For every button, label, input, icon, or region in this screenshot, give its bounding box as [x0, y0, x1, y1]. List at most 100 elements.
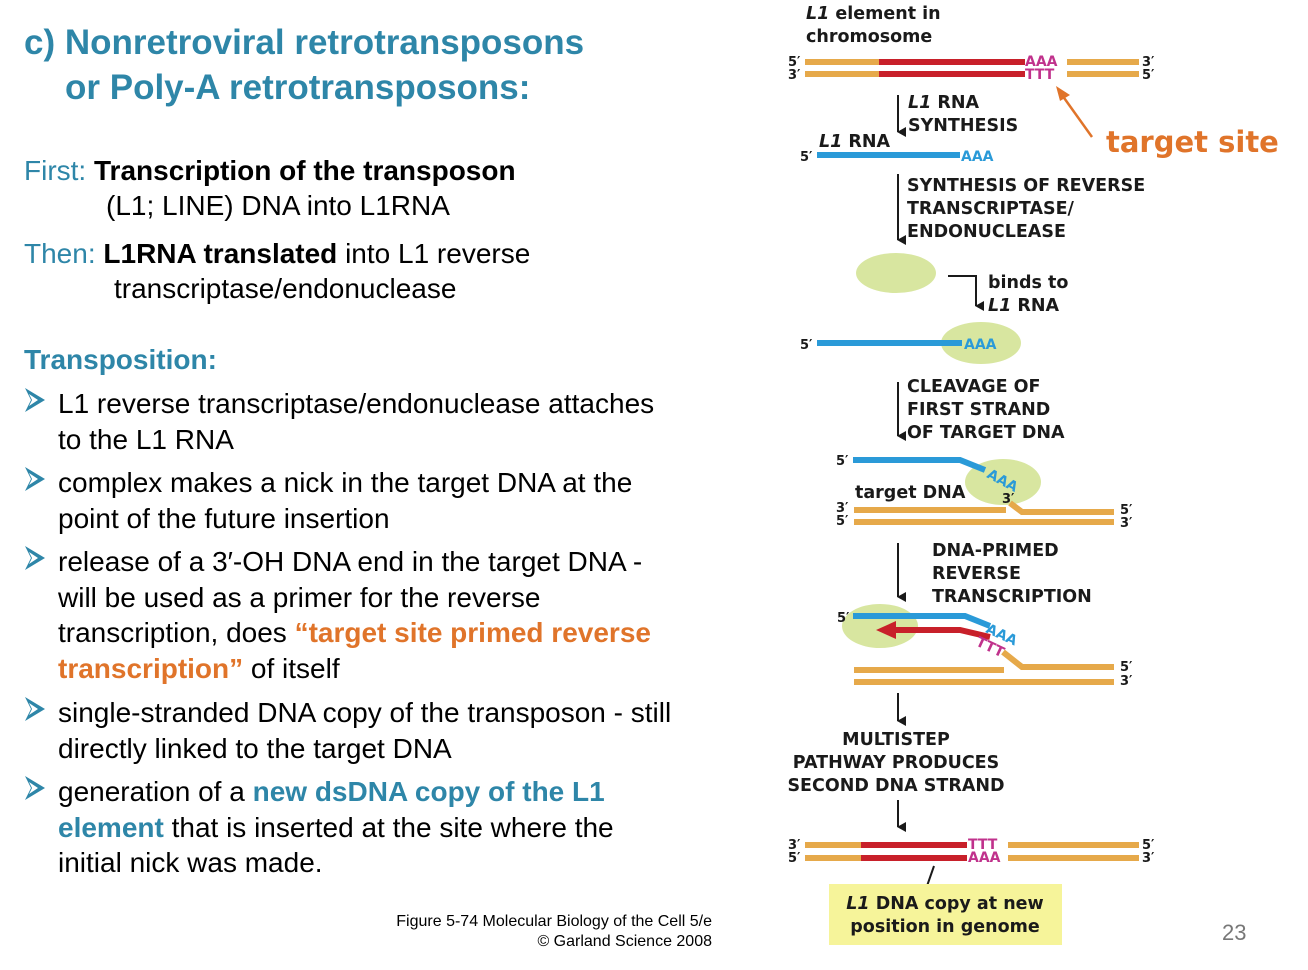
- rt-dna-top-strand: [854, 667, 1004, 673]
- final-l1-strand: [861, 855, 967, 861]
- bullet-arrow-icon: [25, 546, 45, 570]
- step5-line1: MULTISTEP: [842, 730, 950, 750]
- dna-strand: [1067, 59, 1139, 65]
- slide-title-line1: c) Nonretroviral retrotransposons: [24, 23, 585, 62]
- bullet-1-text: L1 reverse transcriptase/endonuclease at…: [58, 388, 655, 455]
- bullet-arrow-icon: [25, 776, 45, 800]
- step2-line3: ENDONUCLEASE: [907, 222, 1066, 242]
- final-l1-strand: [861, 842, 967, 848]
- final-dna-strand: [1008, 855, 1139, 861]
- step1-label-line2: SYNTHESIS: [908, 116, 1018, 136]
- then-step: Then: L1RNA translated into L1 reverse t…: [24, 236, 684, 306]
- row1-end-3p-left: 3′: [788, 68, 801, 83]
- bullet-arrow-icon: [25, 467, 45, 491]
- rt-end-5p-right: 5′: [1120, 660, 1133, 675]
- step1-label: L1 RNA: [908, 93, 980, 113]
- result-line1: L1 DNA copy at new: [846, 894, 1043, 914]
- rna-label: L1 RNA: [819, 132, 891, 152]
- first-rest: (L1; LINE) DNA into L1RNA: [106, 190, 450, 221]
- bullet-3-text: release of a 3′-OH DNA end in the target…: [24, 544, 684, 686]
- bullet-3-highlight: “target site primed reverse transcriptio…: [58, 617, 651, 684]
- then-rest1: into L1 reverse: [337, 238, 531, 269]
- final-dna-strand: [1008, 842, 1139, 848]
- target-end-3p-right: 3′: [1120, 516, 1133, 531]
- final-dna-strand: [805, 842, 861, 848]
- final-dna-strand: [805, 855, 861, 861]
- target-dna-label: target DNA: [855, 483, 966, 503]
- cdna-strand: [893, 627, 991, 640]
- polya-seq: AAA: [1025, 54, 1058, 70]
- dna-strand: [805, 59, 879, 65]
- step4-line1: DNA-PRIMED: [932, 541, 1059, 561]
- target-dna-nicked-strand: [1008, 500, 1114, 515]
- result-line2: position in genome: [850, 917, 1040, 937]
- target-end-5p-left: 5′: [836, 514, 849, 529]
- cleavage-end-5p: 5′: [836, 454, 849, 469]
- bullet-2-text: complex makes a nick in the target DNA a…: [58, 467, 633, 534]
- target-dna-bottom-strand: [854, 519, 1114, 525]
- then-bold: L1RNA translated: [103, 238, 338, 269]
- rt-dna-nicked-strand: [1001, 649, 1114, 670]
- bullet-3-post: of itself: [243, 652, 340, 684]
- bullet-3-pre: release of a 3′-OH DNA end in the target…: [58, 546, 643, 648]
- bound-polya: AAA: [964, 337, 997, 353]
- step3-line2: FIRST STRAND: [907, 400, 1050, 420]
- rt-protein: [842, 604, 918, 648]
- first-bold: Transcription of the transposon: [94, 155, 516, 186]
- step4-line2: REVERSE: [932, 564, 1021, 584]
- caption-line2: © Garland Science 2008: [537, 933, 712, 950]
- step5-line2: PATHWAY PRODUCES: [793, 753, 999, 773]
- step2-line1: SYNTHESIS OF REVERSE: [907, 176, 1145, 196]
- bullet-3: release of a 3′-OH DNA end in the target…: [24, 544, 684, 686]
- rna-end-5p: 5′: [800, 150, 813, 165]
- dna-strand: [1067, 71, 1139, 77]
- dna-strand: [805, 71, 879, 77]
- l1-element-strand: [879, 59, 1025, 65]
- rt-dna-bottom-strand: [854, 679, 1114, 685]
- rt-end-3p-right: 3′: [1120, 674, 1133, 689]
- final-polya: AAA: [968, 850, 1001, 866]
- final-end-5p-right: 5′: [1142, 838, 1155, 853]
- bullet-1: L1 reverse transcriptase/endonuclease at…: [24, 386, 684, 457]
- bound-protein: [941, 322, 1021, 364]
- bullet-5-pre: generation of a: [58, 776, 253, 807]
- transposition-heading: Transposition:: [24, 344, 217, 375]
- first-step: First: Transcription of the transposon (…: [24, 153, 684, 223]
- row1-end-5p-right: 5′: [1142, 68, 1155, 83]
- rt-rna-strand: [853, 613, 992, 629]
- l1-element-strand: [879, 71, 1025, 77]
- bound-end-5p: 5′: [800, 338, 813, 353]
- step2-line2: TRANSCRIPTASE/: [907, 199, 1075, 219]
- final-polyt: TTT: [968, 837, 998, 853]
- polyt-seq: TTT: [1025, 67, 1055, 83]
- first-label: First:: [24, 155, 87, 186]
- step4-line3: TRANSCRIPTION: [932, 587, 1092, 607]
- bullet-5-post: that is inserted at the site where the i…: [58, 811, 614, 879]
- result-box: [829, 884, 1062, 945]
- cdna-arrowhead: [876, 621, 896, 639]
- element-label: L1 element in: [806, 4, 941, 24]
- bullet-4-text: single-stranded DNA copy of the transpos…: [58, 697, 672, 764]
- bound-rna-strand: [817, 340, 962, 346]
- binds-line1: binds to: [988, 273, 1068, 293]
- final-end-3p-right: 3′: [1142, 851, 1155, 866]
- reverse-transcriptase-protein: [856, 253, 936, 293]
- bullet-2: complex makes a nick in the target DNA a…: [24, 465, 684, 536]
- rt-end-5p: 5′: [837, 611, 850, 626]
- then-label: Then:: [24, 238, 96, 269]
- bullet-5-highlight: new dsDNA copy of the L1 element: [58, 776, 605, 843]
- element-label-line2: chromosome: [806, 27, 932, 47]
- binds-line2: L1 RNA: [988, 296, 1060, 316]
- step3-line3: OF TARGET DNA: [907, 423, 1065, 443]
- step3-line1: CLEAVAGE OF: [907, 377, 1040, 397]
- bullet-arrow-icon: [25, 697, 45, 721]
- result-pointer: [926, 865, 935, 887]
- page-number: 23: [1222, 920, 1247, 945]
- bullet-5: generation of a new dsDNA copy of the L1…: [24, 774, 684, 881]
- target-dna-top-strand: [854, 507, 1006, 513]
- target-end-3p-left: 3′: [836, 501, 849, 516]
- row1-end-3p-right: 3′: [1142, 55, 1155, 70]
- final-end-5p-left: 5′: [788, 851, 801, 866]
- target-end-5p-right: 5′: [1120, 503, 1133, 518]
